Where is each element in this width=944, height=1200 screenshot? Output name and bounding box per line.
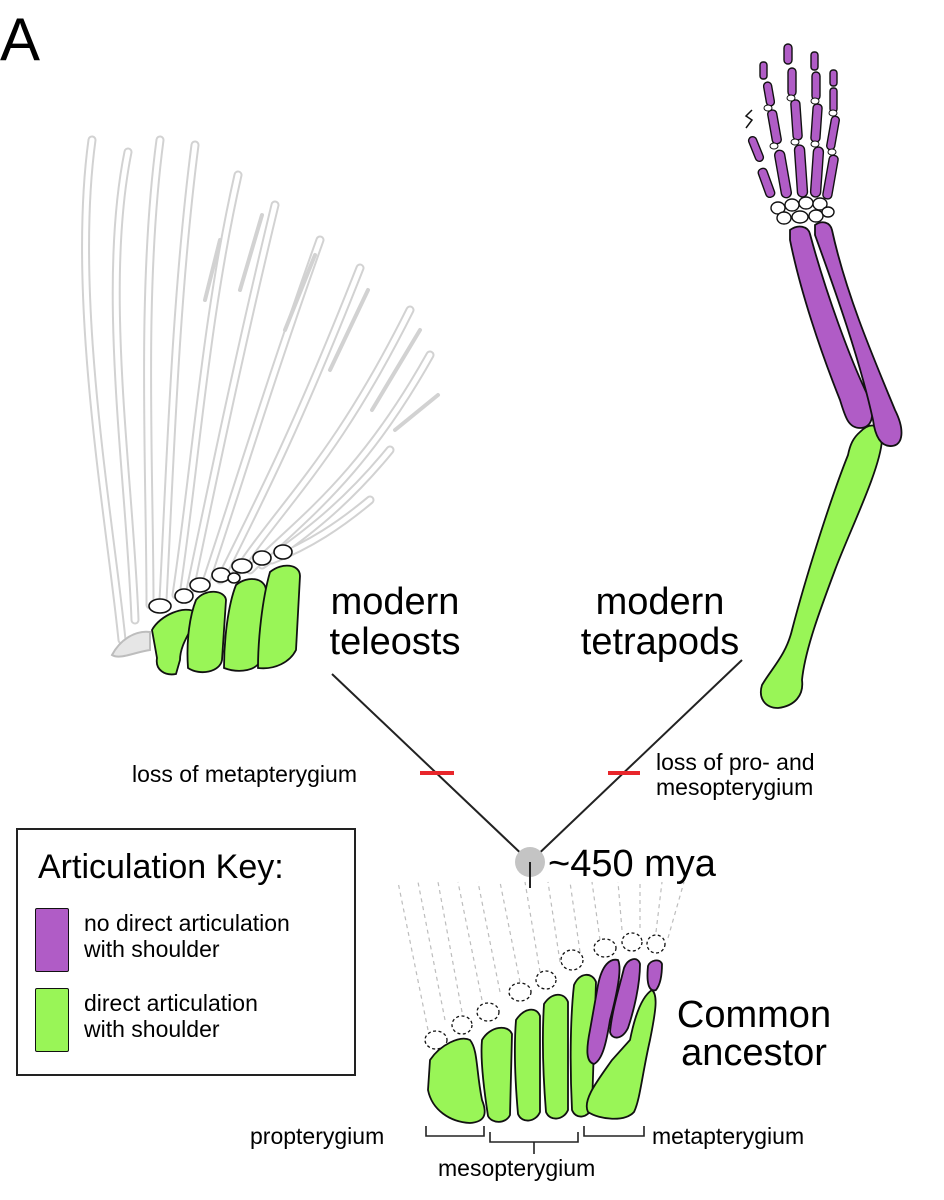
ancestor-fin-rays	[397, 881, 685, 1031]
tetrapods-label-line2: tetrapods	[580, 621, 740, 663]
tetrapod-digits	[747, 43, 840, 200]
key-title: Articulation Key:	[38, 848, 284, 886]
tetrapods-label: modern tetrapods	[560, 582, 760, 662]
key-label-no-articulation-line2: with shoulder	[84, 936, 220, 962]
key-label-no-articulation-line1: no direct articulation	[84, 910, 290, 936]
tetrapods-label-line1: modern	[595, 581, 725, 623]
divergence-time: ~450 mya	[548, 843, 716, 885]
mesopterygium-label: mesopterygium	[438, 1155, 596, 1181]
key-label-direct-articulation: direct articulation with shoulder	[84, 990, 258, 1042]
propterygium-label: propterygium	[250, 1123, 385, 1149]
ancestor-radials	[427, 958, 663, 1124]
teleosts-label: modern teleosts	[300, 582, 490, 662]
tetrapod-loss-line1: loss of pro- and	[656, 749, 815, 775]
tetrapod-carpals	[770, 196, 835, 225]
articulation-key: Articulation Key: no direct articulation…	[16, 828, 356, 1076]
ancestor-label-line2: ancestor	[681, 1032, 827, 1074]
teleosts-label-line2: teleosts	[329, 621, 461, 663]
tetrapod-loss-label: loss of pro- and mesopterygium	[656, 750, 815, 800]
key-label-direct-articulation-line2: with shoulder	[84, 1016, 220, 1042]
tetrapod-loss-line2: mesopterygium	[656, 774, 814, 800]
element-brackets	[425, 1126, 645, 1154]
ancestor-distal-radials	[424, 932, 666, 1050]
teleosts-label-line1: modern	[330, 581, 460, 623]
metapterygium-label: metapterygium	[652, 1123, 805, 1149]
key-label-direct-articulation-line1: direct articulation	[84, 990, 258, 1016]
key-label-no-articulation: no direct articulation with shoulder	[84, 910, 290, 962]
teleost-distal-radials	[148, 544, 293, 614]
ancestor-label: Common ancestor	[664, 996, 844, 1072]
key-swatch-green	[35, 988, 69, 1052]
ancestor-metapterygium-bone	[585, 988, 657, 1120]
tetrapod-forelimb	[760, 221, 903, 709]
teleost-loss-label: loss of metapterygium	[132, 761, 357, 787]
ancestor-propterygium-bone	[427, 1037, 486, 1124]
key-swatch-purple	[35, 908, 69, 972]
panel-label: A	[0, 6, 41, 73]
teleost-proximal-radials	[151, 564, 301, 676]
ancestor-label-line1: Common	[676, 994, 832, 1036]
